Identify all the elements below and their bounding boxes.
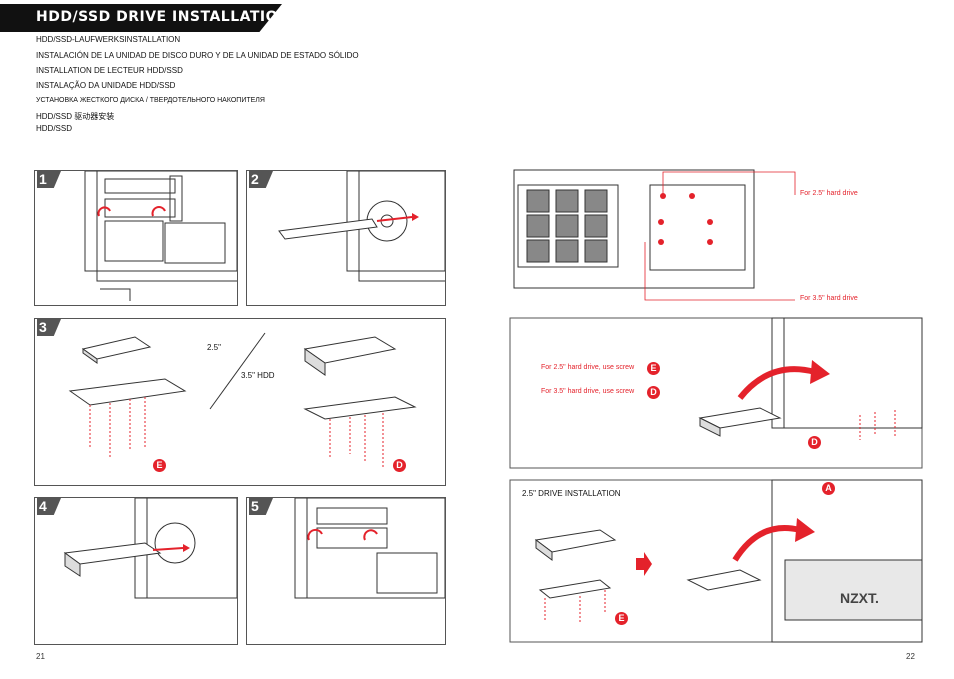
label-2-5: 2.5" bbox=[207, 343, 221, 352]
step-5-panel: 5 bbox=[246, 497, 446, 645]
subtitle-zh: HDD/SSD 驱动器安装 bbox=[36, 112, 115, 121]
subtitle-pt: INSTALAÇÃO DA UNIDADE HDD/SSD bbox=[36, 81, 176, 90]
screw-d-badge: D bbox=[393, 459, 406, 472]
label-top-3-5: For 3.5" hard drive bbox=[800, 295, 858, 302]
screw-d-badge-2: D bbox=[808, 436, 821, 449]
label-top-2-5: For 2.5" hard drive bbox=[800, 190, 858, 197]
label-3-5-hdd: 3.5" HDD bbox=[241, 371, 275, 380]
screw-e-badge-bottom: E bbox=[615, 612, 628, 625]
screw-e-badge: E bbox=[153, 459, 166, 472]
subtitle-short: HDD/SSD bbox=[36, 124, 73, 133]
bottom-title: 2.5" DRIVE INSTALLATION bbox=[522, 489, 621, 498]
subtitle-ru: УСТАНОВКА ЖЕСТКОГО ДИСКА / ТВЕРДОТЕЛЬНОГ… bbox=[36, 97, 265, 104]
step-number: 5 bbox=[249, 498, 273, 515]
step-3-panel: 3 2.5" 3.5" HDD E D bbox=[34, 318, 446, 486]
step-4-panel: 4 bbox=[34, 497, 238, 645]
screw-e-badge: E bbox=[647, 362, 660, 375]
step-2-panel: 2 bbox=[246, 170, 446, 306]
step-number: 2 bbox=[249, 171, 273, 188]
step-number: 3 bbox=[37, 319, 61, 336]
label-mid-3-5: For 3.5" hard drive, use screw bbox=[541, 388, 635, 395]
drive-tray-illustration bbox=[68, 332, 417, 467]
step-1-panel: 1 bbox=[34, 170, 238, 306]
step-number: 1 bbox=[37, 171, 61, 188]
subtitle-fr: INSTALLATION DE LECTEUR HDD/SSD bbox=[36, 66, 183, 75]
case-illustration bbox=[84, 171, 237, 301]
step-number: 4 bbox=[37, 498, 61, 515]
title-bar bbox=[0, 4, 282, 32]
case-illustration bbox=[63, 498, 237, 599]
subtitle-de: HDD/SSD-LAUFWERKSINSTALLATION bbox=[36, 35, 181, 44]
subtitle-es: INSTALACIÓN DE LA UNIDAD DE DISCO DURO Y… bbox=[36, 51, 359, 60]
case-illustration bbox=[294, 498, 445, 599]
screw-d-badge: D bbox=[647, 386, 660, 399]
label-mid-2-5: For 2.5" hard drive, use screw bbox=[541, 364, 635, 371]
brand-logo: NZXT. bbox=[840, 590, 879, 606]
case-illustration bbox=[278, 171, 445, 282]
page-number-right: 22 bbox=[906, 652, 915, 661]
page-number-left: 21 bbox=[36, 652, 45, 661]
screw-a-badge: A bbox=[822, 482, 835, 495]
page-title: HDD/SSD DRIVE INSTALLATION bbox=[36, 9, 291, 25]
